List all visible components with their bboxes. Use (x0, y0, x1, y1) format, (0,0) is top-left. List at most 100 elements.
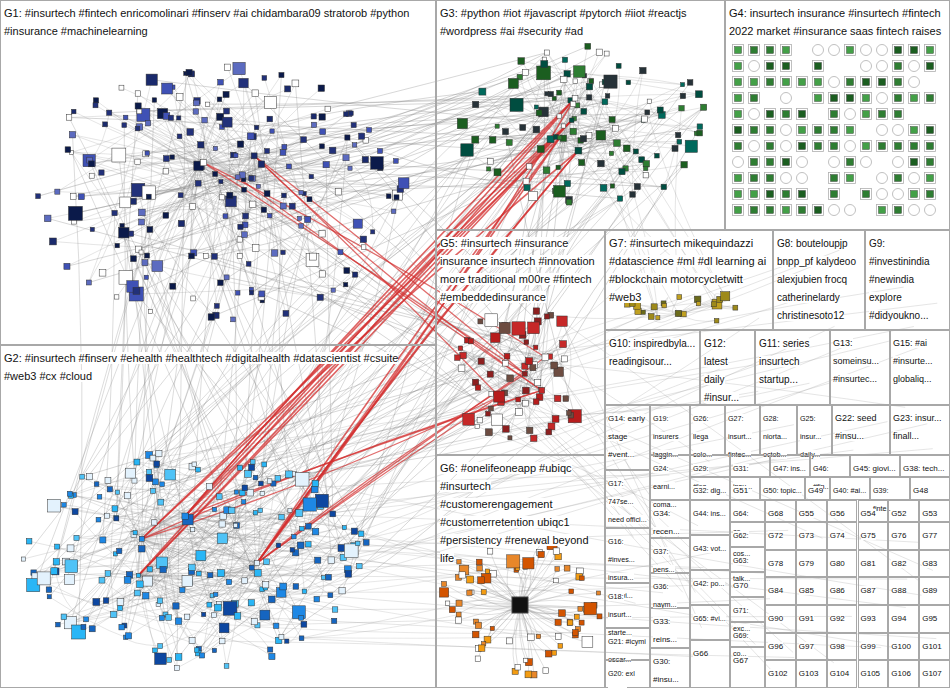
network-vertex (507, 638, 513, 644)
network-vertex (137, 108, 150, 121)
network-vertex (182, 576, 193, 587)
network-vertex (115, 243, 119, 247)
network-vertex (516, 409, 523, 416)
network-vertex (329, 147, 336, 154)
network-vertex (207, 602, 212, 607)
network-vertex (163, 156, 169, 162)
network-edge (238, 119, 270, 177)
network-vertex (378, 149, 383, 154)
network-vertex (767, 191, 774, 198)
network-vertex (799, 143, 806, 150)
network-vertex (503, 426, 510, 433)
network-vertex (223, 214, 228, 219)
network-vertex (523, 558, 534, 569)
network-vertex (285, 471, 292, 478)
network-vertex (512, 322, 525, 335)
network-vertex (751, 127, 758, 134)
network-edge (525, 315, 551, 374)
network-vertex (555, 619, 561, 625)
network-vertex (233, 523, 237, 527)
vertex-grid (749, 173, 760, 184)
network-vertex (134, 459, 140, 465)
network-vertex (175, 618, 182, 625)
network-vertex (99, 269, 106, 276)
network-vertex (861, 61, 872, 72)
network-vertex (343, 155, 349, 161)
vertex-grid (829, 189, 840, 200)
vertex-grid (861, 109, 872, 120)
network-vertex (130, 198, 136, 204)
network-vertex (528, 634, 535, 641)
network-vertex (242, 500, 246, 504)
network-vertex (847, 95, 854, 102)
network-vertex (580, 576, 585, 581)
network-vertex (152, 261, 163, 272)
network-vertex (630, 192, 636, 198)
network-vertex (248, 600, 254, 606)
network-vertex (144, 275, 148, 279)
network-edge (284, 77, 520, 147)
network-edge (240, 468, 922, 596)
network-vertex (815, 127, 822, 134)
network-vertex (783, 63, 790, 70)
network-vertex (217, 494, 223, 500)
network-vertex (363, 540, 369, 546)
network-vertex (292, 535, 296, 539)
network-vertex (93, 103, 98, 108)
network-vertex (598, 160, 605, 167)
vertex-grid (749, 77, 760, 88)
network-vertex (475, 424, 479, 428)
network-vertex (174, 666, 179, 671)
network-vertex (259, 481, 264, 486)
network-vertex (394, 195, 399, 200)
network-vertex (567, 620, 573, 626)
network-vertex (120, 197, 131, 208)
network-edge (230, 571, 488, 608)
network-vertex (604, 75, 617, 88)
network-vertex (879, 207, 886, 214)
network-vertex (749, 109, 760, 120)
network-vertex (123, 115, 128, 120)
network-vertex (252, 245, 259, 252)
network-vertex (799, 79, 806, 86)
network-edge (302, 638, 795, 657)
network-vertex (567, 411, 572, 416)
network-edge (204, 163, 664, 187)
network-vertex (239, 78, 248, 87)
network-vertex (215, 604, 222, 611)
network-edge (56, 571, 937, 638)
network-vertex (815, 63, 822, 70)
network-vertex (344, 268, 350, 274)
network-vertex (124, 577, 131, 584)
network-edge (499, 248, 668, 396)
network-vertex (767, 143, 774, 150)
network-vertex (180, 587, 185, 592)
network-edge (71, 152, 114, 213)
network-vertex (537, 146, 544, 153)
network-vertex (299, 636, 304, 641)
network-edge (90, 113, 110, 160)
network-vertex (473, 101, 479, 107)
network-vertex (575, 147, 582, 154)
network-vertex (344, 112, 349, 117)
network-vertex (163, 213, 169, 219)
network-edge (199, 75, 282, 166)
network-vertex (219, 521, 225, 527)
network-vertex (154, 461, 160, 467)
network-edge (56, 571, 87, 619)
network-vertex (338, 250, 343, 255)
network-vertex (568, 620, 573, 625)
vertex-grid (733, 125, 744, 136)
network-vertex (815, 79, 822, 86)
vertex-grid (861, 189, 872, 200)
network-edge (152, 80, 616, 129)
network-vertex (146, 74, 157, 85)
network-vertex (46, 587, 52, 593)
network-vertex (132, 478, 137, 483)
network-vertex (633, 149, 638, 154)
network-vertex (250, 176, 256, 182)
network-edge (75, 102, 605, 214)
network-vertex (80, 474, 85, 479)
network-edge (342, 74, 567, 591)
network-vertex (349, 111, 354, 116)
